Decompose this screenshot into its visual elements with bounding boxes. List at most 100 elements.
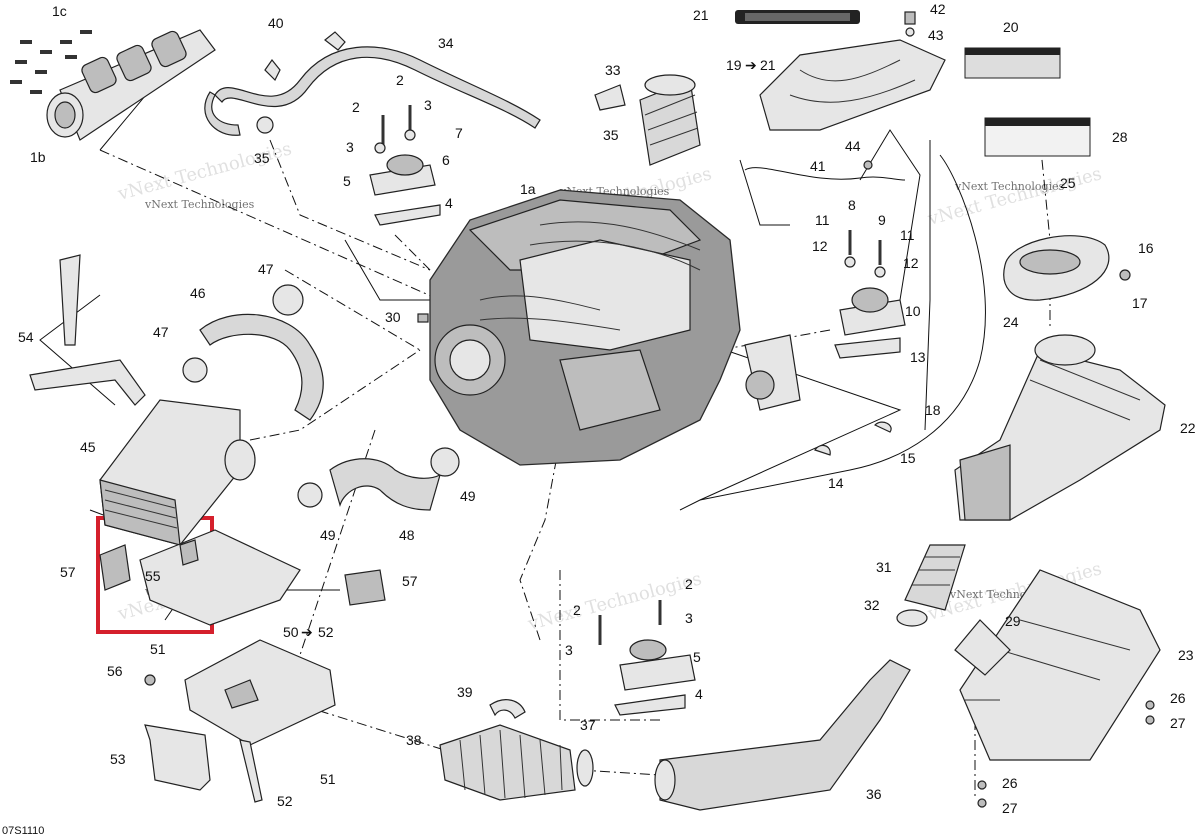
label-15: 15 — [900, 450, 916, 466]
part-plate-29 — [954, 619, 1011, 676]
part-clamp-40 — [264, 31, 346, 82]
label-12: 12 — [812, 238, 828, 254]
label-2: 2 — [573, 602, 581, 618]
label-7: 7 — [455, 125, 463, 141]
label-32: 32 — [864, 597, 880, 613]
label-35: 35 — [254, 150, 270, 166]
label-21: 21 — [693, 7, 709, 23]
part-nut-16 — [1119, 269, 1131, 281]
label-6: 6 — [442, 152, 450, 168]
part-engine-mount-lower — [598, 600, 696, 716]
label-42: 42 — [930, 1, 946, 17]
engine-assembly — [429, 189, 741, 466]
part-airbox-22 — [954, 334, 1166, 521]
part-fitting-30 — [417, 313, 429, 323]
label-3: 3 — [424, 97, 432, 113]
part-air-intake-top — [594, 74, 701, 166]
part-nut-56 — [144, 674, 156, 686]
label-9: 9 — [878, 212, 886, 228]
label-31: 31 — [876, 559, 892, 575]
label-27: 27 — [1002, 800, 1018, 816]
label-arrow: ➔ — [301, 624, 313, 640]
label-35: 35 — [603, 127, 619, 143]
part-intake-tube-38 — [439, 699, 594, 801]
label-33: 33 — [605, 62, 621, 78]
label-51: 51 — [320, 771, 336, 787]
label-49: 49 — [460, 488, 476, 504]
label-13: 13 — [910, 349, 926, 365]
part-cable-41 — [744, 167, 906, 181]
label-21: 21 — [760, 57, 776, 73]
label-56: 56 — [107, 663, 123, 679]
part-duct-36 — [654, 659, 911, 811]
label-50: 50 — [283, 624, 299, 640]
label-27: 27 — [1170, 715, 1186, 731]
part-tray-23 — [959, 569, 1161, 761]
part-insulator-57-right — [344, 569, 386, 606]
label-11: 11 — [900, 227, 915, 243]
label-14: 14 — [828, 475, 844, 491]
part-screw-27b — [977, 798, 987, 808]
label-1b: 1b — [30, 149, 46, 165]
watermark-text: vNext Technologies — [954, 180, 1065, 193]
label-37: 37 — [580, 717, 596, 733]
part-heat-shield-55 — [139, 529, 301, 626]
part-engine-cover — [735, 10, 946, 131]
label-44: 44 — [845, 138, 861, 154]
label-5: 5 — [693, 649, 701, 665]
part-hose-46 — [182, 284, 324, 421]
part-hose-34 — [214, 46, 541, 129]
part-insulator-57-left — [99, 544, 131, 591]
part-screw-27 — [1145, 715, 1155, 725]
label-30: 30 — [385, 309, 401, 325]
label-46: 46 — [190, 285, 206, 301]
part-clamp-35 — [256, 116, 274, 134]
part-intercooler-45 — [99, 399, 256, 546]
label-11: 11 — [815, 212, 830, 228]
label-48: 48 — [399, 527, 415, 543]
label-34: 34 — [438, 35, 454, 51]
part-intake-cover-24 — [1003, 235, 1110, 301]
part-intake-manifold — [46, 29, 216, 141]
part-strap-52 — [239, 739, 263, 803]
label-24: 24 — [1003, 314, 1019, 330]
label-2: 2 — [396, 72, 404, 88]
label-8: 8 — [848, 197, 856, 213]
label-54: 54 — [18, 329, 34, 345]
label-2: 2 — [352, 99, 360, 115]
label-57: 57 — [60, 564, 76, 580]
label-17: 17 — [1132, 295, 1148, 311]
label-25: 25 — [1060, 175, 1076, 191]
watermark-text: vNext Technologies — [144, 198, 255, 211]
label-26: 26 — [1002, 775, 1018, 791]
part-engine-mount-upper — [369, 105, 441, 226]
label-23: 23 — [1178, 647, 1194, 663]
watermark-text: vNext Technologies — [525, 568, 704, 635]
label-47: 47 — [153, 324, 169, 340]
label-40: 40 — [268, 15, 284, 31]
label-arrow: ➔ — [745, 57, 757, 73]
part-warning-label-20 — [964, 47, 1061, 79]
label-28: 28 — [1112, 129, 1128, 145]
label-10: 10 — [905, 303, 921, 319]
part-clip-15 — [873, 421, 892, 433]
label-26: 26 — [1170, 690, 1186, 706]
part-bracket-54 — [29, 254, 146, 406]
part-engine-mount-right — [834, 230, 906, 359]
part-washer-26b — [977, 780, 987, 790]
part-cable-18 — [699, 154, 986, 501]
label-36: 36 — [866, 786, 882, 802]
part-notice-label-28 — [984, 117, 1091, 157]
label-20: 20 — [1003, 19, 1019, 35]
part-washer-26 — [1145, 700, 1155, 710]
label-39: 39 — [457, 684, 473, 700]
label-19: 19 — [726, 57, 742, 73]
part-clip-14 — [814, 444, 831, 456]
part-bellows-31 — [896, 544, 966, 627]
label-4: 4 — [445, 195, 453, 211]
part-bracket-53 — [144, 724, 211, 791]
label-55: 55 — [145, 568, 161, 584]
label-49: 49 — [320, 527, 336, 543]
